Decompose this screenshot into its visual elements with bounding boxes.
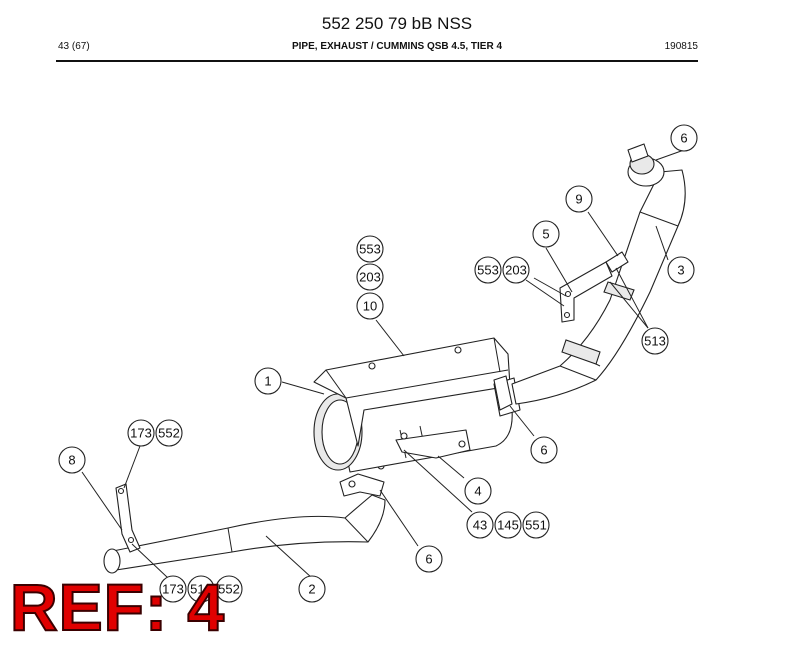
callout-145-label: 145 <box>497 518 519 533</box>
callout-173-upper-label: 173 <box>130 426 152 441</box>
header-rule <box>56 60 698 62</box>
callout-43: 43 <box>466 511 494 539</box>
tail-pipe <box>103 462 386 574</box>
callout-510: 510 <box>187 575 215 603</box>
callout-203-top: 203 <box>356 263 384 291</box>
leader-lines <box>81 149 685 579</box>
callout-552-upper: 552 <box>155 419 183 447</box>
callout-513-label: 513 <box>644 334 666 349</box>
callout-2-label: 2 <box>308 582 315 597</box>
callout-2: 2 <box>298 575 326 603</box>
callout-5: 5 <box>532 220 560 248</box>
part-title: PIPE, EXHAUST / CUMMINS QSB 4.5, TIER 4 <box>291 41 503 52</box>
callout-553-right: 553 <box>474 256 502 284</box>
callout-552-upper-label: 552 <box>158 426 180 441</box>
callout-203-right: 203 <box>502 256 530 284</box>
callout-5-label: 5 <box>542 227 549 242</box>
callout-552-lower: 552 <box>215 575 243 603</box>
callout-553-top-label: 553 <box>359 242 381 257</box>
callouts: 1 2 3 4 5 6 6 6 8 9 10 553 203 553 203 5… <box>58 124 698 603</box>
ref-stamp: REF: 4 <box>9 570 226 644</box>
muffler <box>313 337 521 473</box>
callout-6-low-label: 6 <box>425 552 432 567</box>
document-date: 190815 <box>664 41 698 52</box>
callout-510-label: 510 <box>190 582 212 597</box>
callout-6-mid-label: 6 <box>540 443 547 458</box>
callout-9-label: 9 <box>575 192 582 207</box>
callout-551-label: 551 <box>525 518 547 533</box>
callout-173-lower: 173 <box>159 575 187 603</box>
callout-513: 513 <box>641 327 669 355</box>
callout-4: 4 <box>464 477 492 505</box>
callout-8: 8 <box>58 446 86 474</box>
callout-10-label: 10 <box>363 299 377 314</box>
callout-145: 145 <box>494 511 522 539</box>
callout-9: 9 <box>565 185 593 213</box>
document-title: 552 250 79 bB NSS <box>321 14 473 33</box>
callout-10: 10 <box>356 292 384 320</box>
callout-203-top-label: 203 <box>359 270 381 285</box>
callout-43-label: 43 <box>473 518 487 533</box>
callout-3: 3 <box>667 256 695 284</box>
callout-6-mid: 6 <box>530 436 558 464</box>
callout-1: 1 <box>254 367 282 395</box>
callout-6-top-label: 6 <box>680 131 687 146</box>
callout-173-upper: 173 <box>127 419 155 447</box>
callout-551: 551 <box>522 511 550 539</box>
page-number: 43 (67) <box>58 41 90 52</box>
intermediate-pipe <box>493 143 686 411</box>
callout-6-top: 6 <box>670 124 698 152</box>
callout-173-lower-label: 173 <box>162 582 184 597</box>
callout-203-right-label: 203 <box>505 263 527 278</box>
callout-8-label: 8 <box>68 453 75 468</box>
callout-3-label: 3 <box>677 263 684 278</box>
callout-553-right-label: 553 <box>477 263 499 278</box>
callout-1-label: 1 <box>264 374 271 389</box>
callout-553-top: 553 <box>356 235 384 263</box>
callout-552-lower-label: 552 <box>218 582 240 597</box>
callout-6-low: 6 <box>415 545 443 573</box>
callout-4-label: 4 <box>474 484 481 499</box>
